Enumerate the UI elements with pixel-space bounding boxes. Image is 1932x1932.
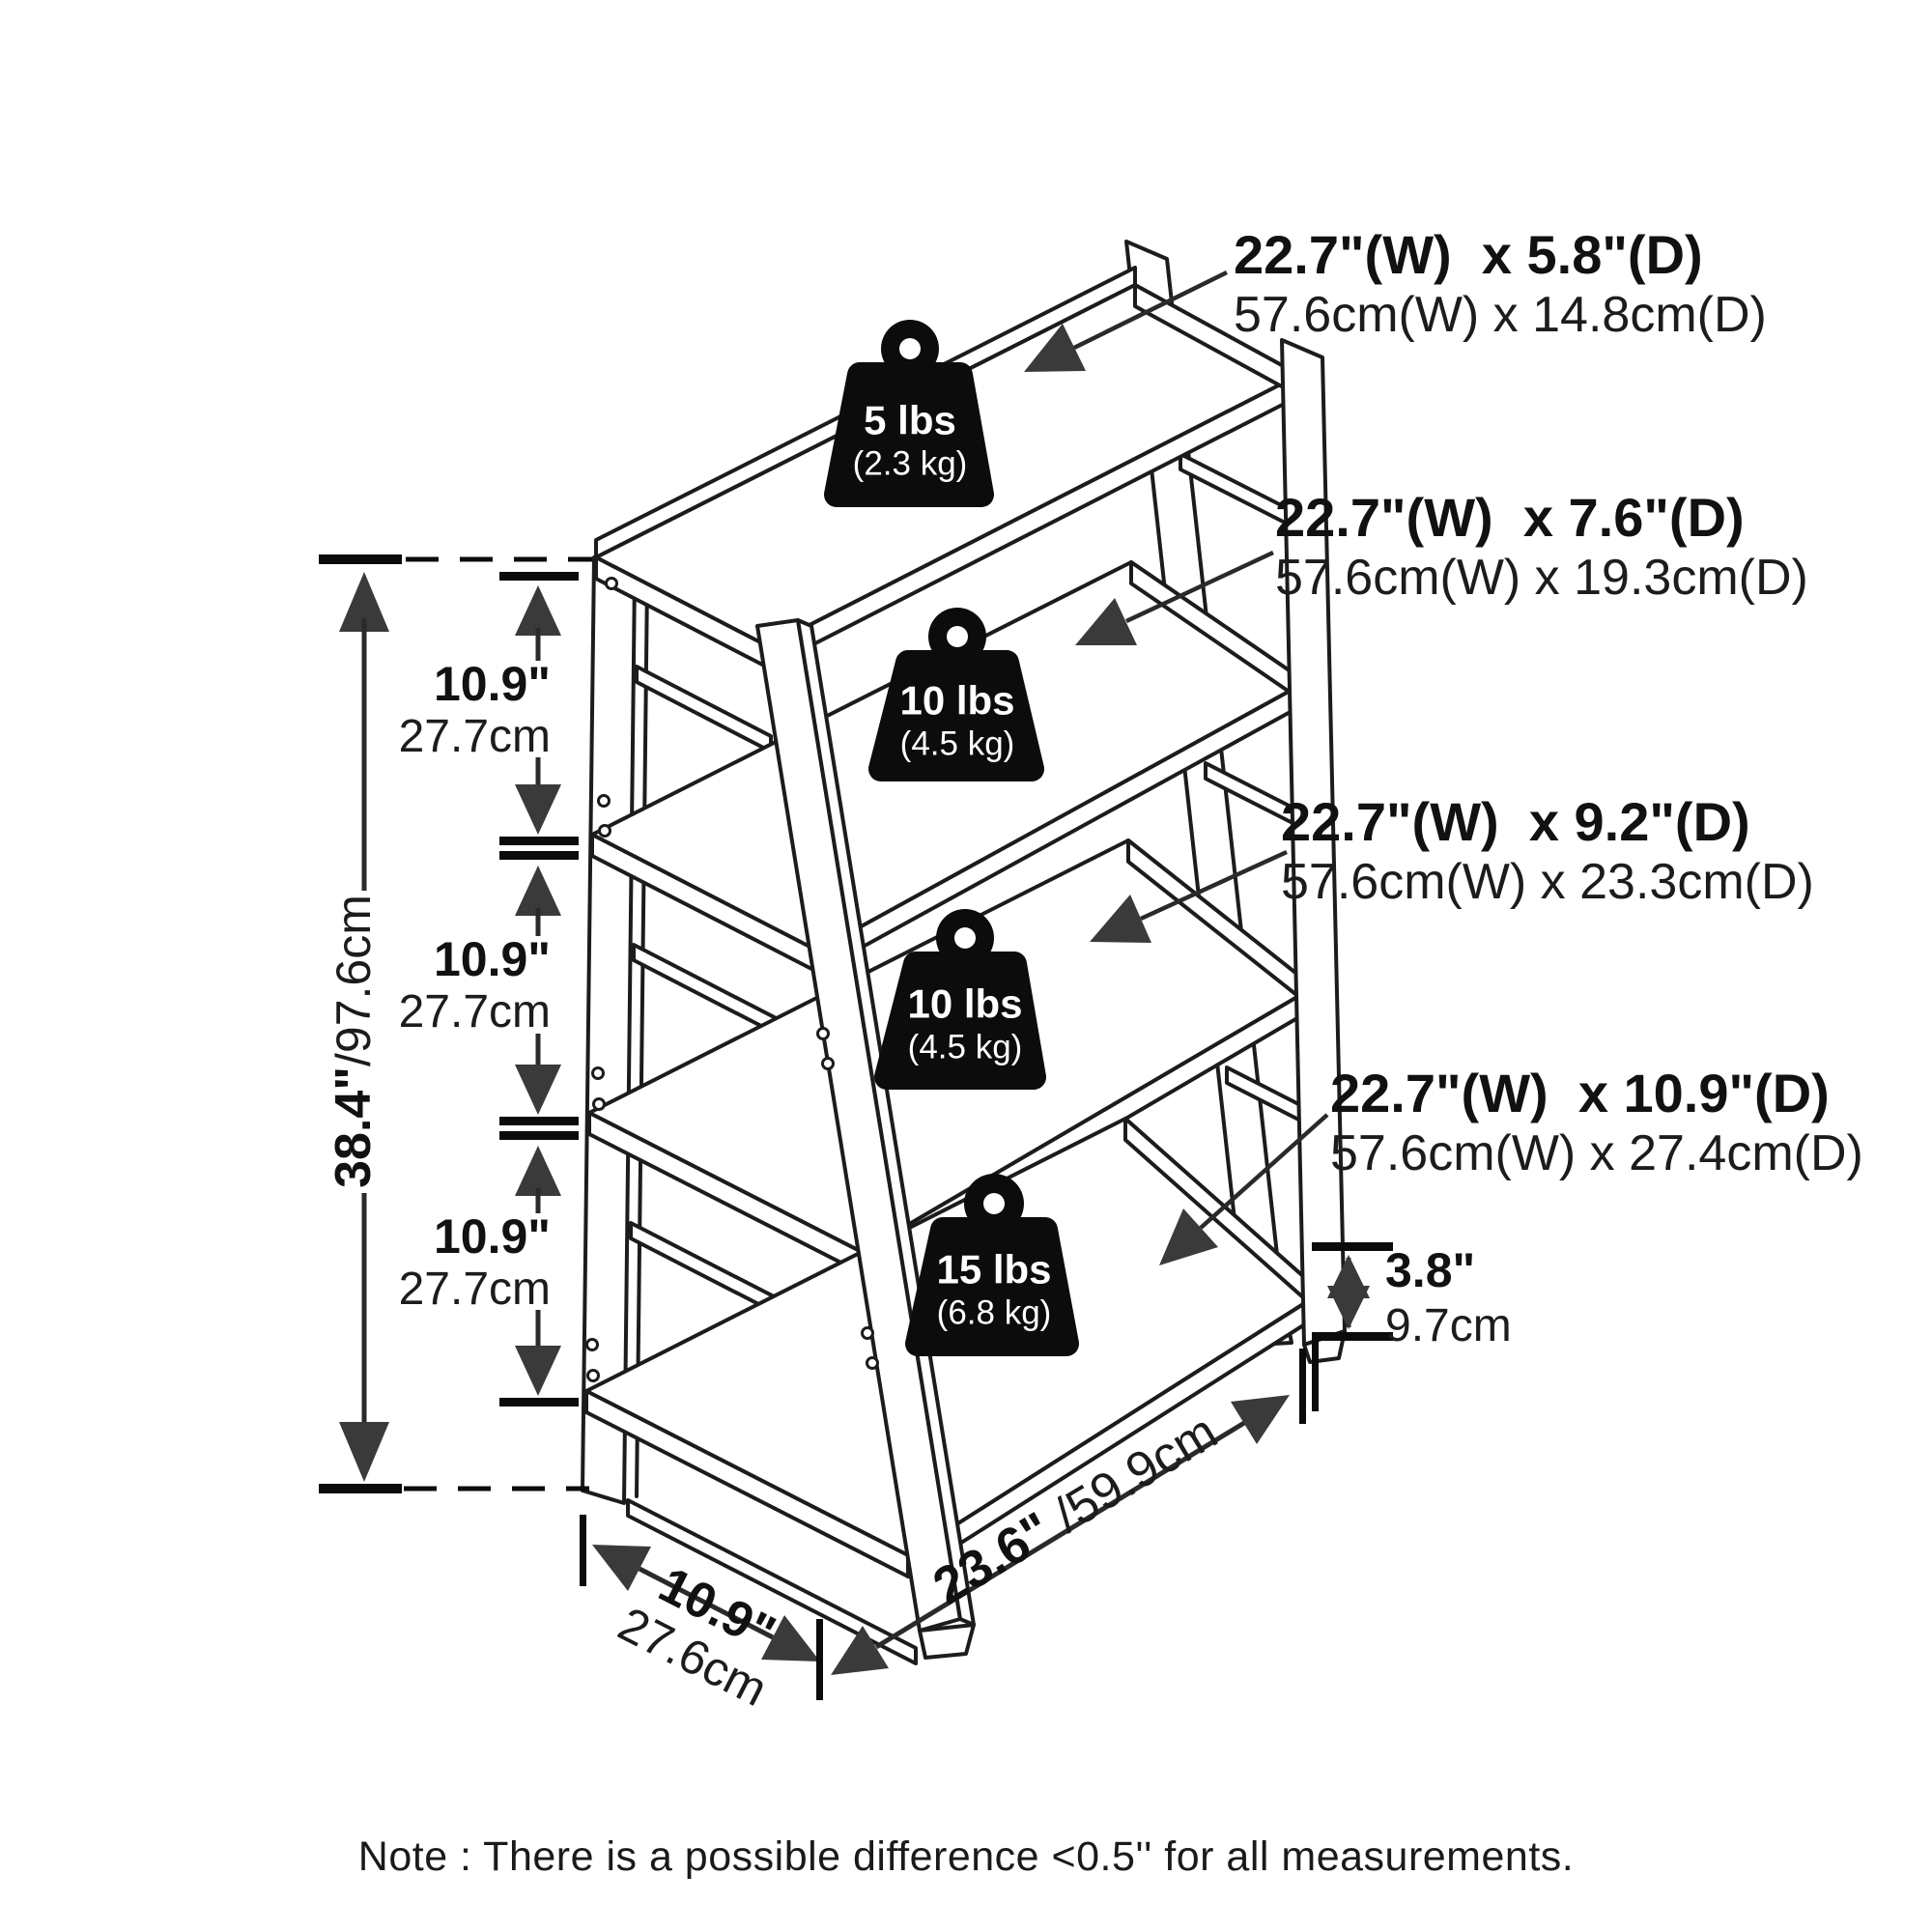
shelf-4-size-metric: 57.6cm(W) x 27.4cm(D) xyxy=(1330,1125,1863,1181)
weight-lbs: 15 lbs xyxy=(936,1246,1052,1293)
base-depth-dimension xyxy=(580,1515,823,1700)
shelf-leader-arrows xyxy=(1024,270,1329,1265)
spacing-imperial: 10.9" xyxy=(433,1209,551,1264)
shelf-3-size-imperial: 22.7"(W) x 9.2"(D) xyxy=(1281,791,1750,852)
bottom-clearance-dimension xyxy=(1312,1242,1393,1411)
weight-label-shelf-1: 5 lbs (2.3 kg) xyxy=(852,397,968,483)
spacing-label-3: 10.9" 27.7cm xyxy=(372,1212,551,1313)
shelf-1-size-label: 22.7"(W) x 5.8"(D) 57.6cm(W) x 14.8cm(D) xyxy=(1234,224,1767,343)
weight-icon-5lbs xyxy=(824,320,994,507)
shelf-3-size-metric: 57.6cm(W) x 23.3cm(D) xyxy=(1281,854,1814,910)
spacing-label-1: 10.9" 27.7cm xyxy=(372,660,551,760)
front-left-leg xyxy=(755,618,976,1660)
shelf-4-size-imperial: 22.7"(W) x 10.9"(D) xyxy=(1330,1063,1830,1123)
shelf-1-size-imperial: 22.7"(W) x 5.8"(D) xyxy=(1234,224,1703,285)
bottom-clearance-label: 3.8" 9.7cm xyxy=(1385,1246,1512,1350)
spacing-label-2: 10.9" 27.7cm xyxy=(372,935,551,1036)
weight-lbs: 5 lbs xyxy=(864,397,956,443)
shelf-1-size-metric: 57.6cm(W) x 14.8cm(D) xyxy=(1234,287,1767,343)
weight-icon-10lbs-a xyxy=(868,608,1044,781)
total-height-metric: /97.6cm xyxy=(327,895,381,1066)
weight-icon-10lbs-b xyxy=(874,909,1046,1090)
base-width-dimension xyxy=(831,1349,1306,1675)
spacing-metric: 27.7cm xyxy=(398,986,551,1037)
shelf-2-size-label: 22.7"(W) x 7.6"(D) 57.6cm(W) x 19.3cm(D) xyxy=(1275,487,1808,606)
total-height-dimension xyxy=(339,572,389,1482)
total-height-label: 38.4"/97.6cm xyxy=(325,895,383,1188)
spacing-metric: 27.7cm xyxy=(398,1264,551,1315)
bottom-clearance-metric: 9.7cm xyxy=(1385,1300,1512,1351)
bottom-clearance-imperial: 3.8" xyxy=(1385,1243,1476,1297)
weight-kg: (4.5 kg) xyxy=(899,724,1015,763)
weight-lbs: 10 lbs xyxy=(899,677,1015,724)
rear-left-post xyxy=(581,555,637,1505)
screw-holes xyxy=(585,577,879,1382)
weight-icon-15lbs xyxy=(905,1174,1079,1356)
spacing-metric: 27.7cm xyxy=(398,711,551,762)
shelf-3-size-label: 22.7"(W) x 9.2"(D) 57.6cm(W) x 23.3cm(D) xyxy=(1281,791,1814,910)
weight-label-shelf-2: 10 lbs (4.5 kg) xyxy=(899,677,1015,763)
total-height-imperial: 38.4" xyxy=(326,1065,382,1188)
weight-label-shelf-3: 10 lbs (4.5 kg) xyxy=(907,980,1023,1066)
measurement-note: Note : There is a possible difference <0… xyxy=(357,1833,1575,1880)
weight-kg: (6.8 kg) xyxy=(936,1293,1052,1332)
weight-kg: (2.3 kg) xyxy=(852,444,968,483)
spacing-imperial: 10.9" xyxy=(433,932,551,986)
shelf-spacing-dimension xyxy=(499,572,579,1406)
dimension-lines xyxy=(319,270,1393,1700)
shelf-2-size-metric: 57.6cm(W) x 19.3cm(D) xyxy=(1275,550,1808,606)
weight-icons xyxy=(824,320,1079,1356)
spacing-imperial: 10.9" xyxy=(433,657,551,711)
weight-lbs: 10 lbs xyxy=(907,980,1023,1027)
weight-kg: (4.5 kg) xyxy=(907,1028,1023,1066)
shelf-2-size-imperial: 22.7"(W) x 7.6"(D) xyxy=(1275,487,1745,548)
shelf-4-size-label: 22.7"(W) x 10.9"(D) 57.6cm(W) x 27.4cm(D… xyxy=(1330,1066,1863,1179)
weight-label-shelf-4: 15 lbs (6.8 kg) xyxy=(936,1246,1052,1332)
